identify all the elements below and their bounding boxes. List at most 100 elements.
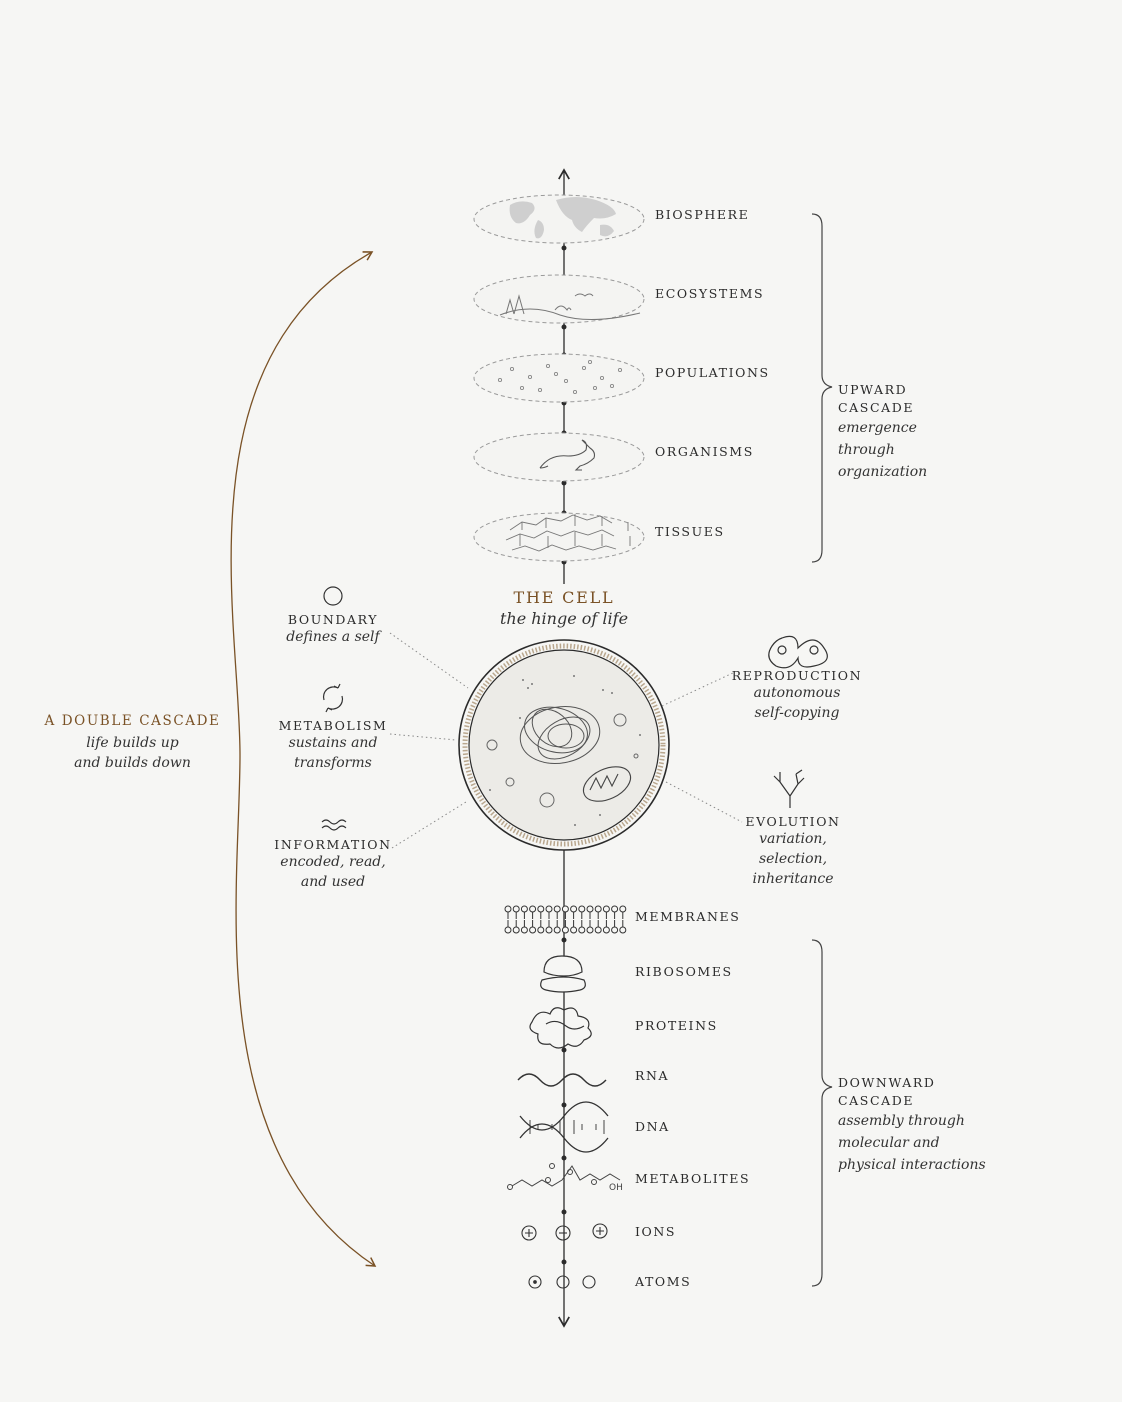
lipid-head	[619, 905, 627, 913]
metabolism-title: METABOLISM	[278, 718, 388, 733]
lipid-head	[520, 905, 528, 913]
level-metabolites: METABOLITES	[635, 1171, 751, 1186]
level-ecosystems: ECOSYSTEMS	[655, 286, 765, 301]
lipid-head	[529, 905, 537, 913]
double-cascade-arc	[230, 251, 377, 1267]
metabolite-oh-label: OH	[609, 1183, 623, 1193]
double-cascade-line1: life builds up	[86, 735, 179, 751]
metabolism-desc-1: sustains and	[288, 735, 378, 751]
lipid-head	[545, 905, 553, 913]
information-desc-2: and used	[300, 874, 366, 890]
upward-cascade-desc-1: emergence	[838, 420, 917, 436]
ecosystems-disc	[473, 274, 645, 324]
lipid-head	[578, 905, 586, 913]
lipid-head	[586, 905, 594, 913]
level-rna: RNA	[635, 1068, 670, 1083]
double-cascade-title: A DOUBLE CASCADE	[44, 713, 221, 729]
protein-fold-icon	[529, 1007, 592, 1049]
lipid-head	[561, 905, 569, 913]
lipid-head	[512, 905, 520, 913]
boundary-icon	[323, 586, 343, 606]
upward-brace	[811, 213, 833, 563]
lipid-head	[512, 926, 520, 934]
evolution-title: EVOLUTION	[745, 814, 841, 829]
ribosome-icon	[540, 955, 586, 993]
lipid-head	[553, 905, 561, 913]
property-boundary: BOUNDARY defines a self	[263, 612, 403, 647]
lipid-head	[570, 926, 578, 934]
property-evolution: EVOLUTION variation, selection, inherita…	[723, 814, 863, 889]
level-atoms: ATOMS	[635, 1274, 692, 1289]
atom-icons	[528, 1275, 596, 1289]
level-tissues: TISSUES	[655, 524, 725, 539]
downward-cascade-desc-1: assembly through	[838, 1113, 965, 1129]
lipid-head	[553, 926, 561, 934]
information-desc-1: encoded, read,	[280, 854, 386, 870]
reproduction-title: REPRODUCTION	[731, 668, 863, 683]
mitochondrion-icon	[582, 766, 632, 802]
ion-icons	[521, 1223, 608, 1241]
cell-icon	[458, 639, 670, 851]
lipid-head	[594, 926, 602, 934]
ecosystem-icon	[499, 293, 641, 320]
world-map-icon	[509, 197, 616, 239]
membrane-bilayer-icon	[504, 905, 627, 934]
level-populations: POPULATIONS	[655, 365, 770, 380]
information-title: INFORMATION	[274, 837, 392, 852]
reproduction-desc-2: self-copying	[754, 705, 840, 721]
lipid-head	[602, 905, 610, 913]
level-ribosomes: RIBOSOMES	[635, 964, 733, 979]
lipid-head	[602, 926, 610, 934]
lipid-head	[611, 905, 619, 913]
level-organisms: ORGANISMS	[655, 444, 754, 459]
cell-heading: THE CELL the hinge of life	[464, 588, 664, 628]
cell-title: THE CELL	[513, 588, 615, 607]
nucleus-chromatin-icon	[519, 706, 601, 764]
level-biosphere: BIOSPHERE	[655, 207, 750, 222]
populations-disc	[473, 353, 645, 403]
upward-cascade-title-2: CASCADE	[838, 400, 915, 415]
organisms-disc	[473, 432, 645, 482]
downward-cascade-title-2: CASCADE	[838, 1093, 915, 1108]
upward-cascade-desc-2: through	[838, 442, 895, 458]
downward-brace	[811, 939, 833, 1287]
reproduction-desc-1: autonomous	[753, 685, 841, 701]
dna-helix-icon	[519, 1101, 609, 1153]
lipid-head	[520, 926, 528, 934]
rna-wave-icon	[517, 1073, 607, 1087]
boundary-desc: defines a self	[286, 629, 380, 645]
boundary-title: BOUNDARY	[287, 612, 379, 627]
tissue-cells-icon	[505, 514, 631, 552]
lipid-head	[561, 926, 569, 934]
evolution-desc-1: variation,	[759, 831, 827, 847]
evolution-desc-3: inheritance	[752, 871, 834, 887]
downward-cascade-label: DOWNWARD CASCADE assembly through molecu…	[838, 1075, 1018, 1176]
double-cascade-label: A DOUBLE CASCADE life builds up and buil…	[40, 713, 225, 773]
property-information: INFORMATION encoded, read, and used	[258, 837, 408, 892]
double-cascade-line2: and builds down	[74, 755, 191, 771]
evolution-tree-icon	[773, 769, 805, 808]
evolution-desc-2: selection,	[758, 851, 828, 867]
lipid-head	[611, 926, 619, 934]
lipid-head	[586, 926, 594, 934]
property-metabolism: METABOLISM sustains and transforms	[263, 718, 403, 773]
lipid-head	[537, 926, 545, 934]
metabolite-molecule-icon	[507, 1163, 621, 1190]
upward-cascade-title-1: UPWARD	[838, 382, 908, 397]
lipid-head	[570, 905, 578, 913]
lipid-head	[619, 926, 627, 934]
lipid-head	[529, 926, 537, 934]
information-wave-icon	[321, 819, 347, 831]
rabbit-icon	[539, 439, 596, 471]
level-proteins: PROTEINS	[635, 1018, 718, 1033]
downward-cascade-desc-2: molecular and	[838, 1135, 940, 1151]
cell-subtitle: the hinge of life	[499, 609, 629, 628]
upward-cascade-desc-3: organization	[838, 464, 928, 480]
upward-cascade-label: UPWARD CASCADE emergence through organiz…	[838, 382, 978, 483]
downward-cascade-title-1: DOWNWARD	[838, 1075, 936, 1090]
lipid-head	[504, 926, 512, 934]
metabolism-cycle-icon	[322, 683, 344, 713]
lipid-head	[545, 926, 553, 934]
downward-cascade-desc-3: physical interactions	[838, 1157, 986, 1173]
